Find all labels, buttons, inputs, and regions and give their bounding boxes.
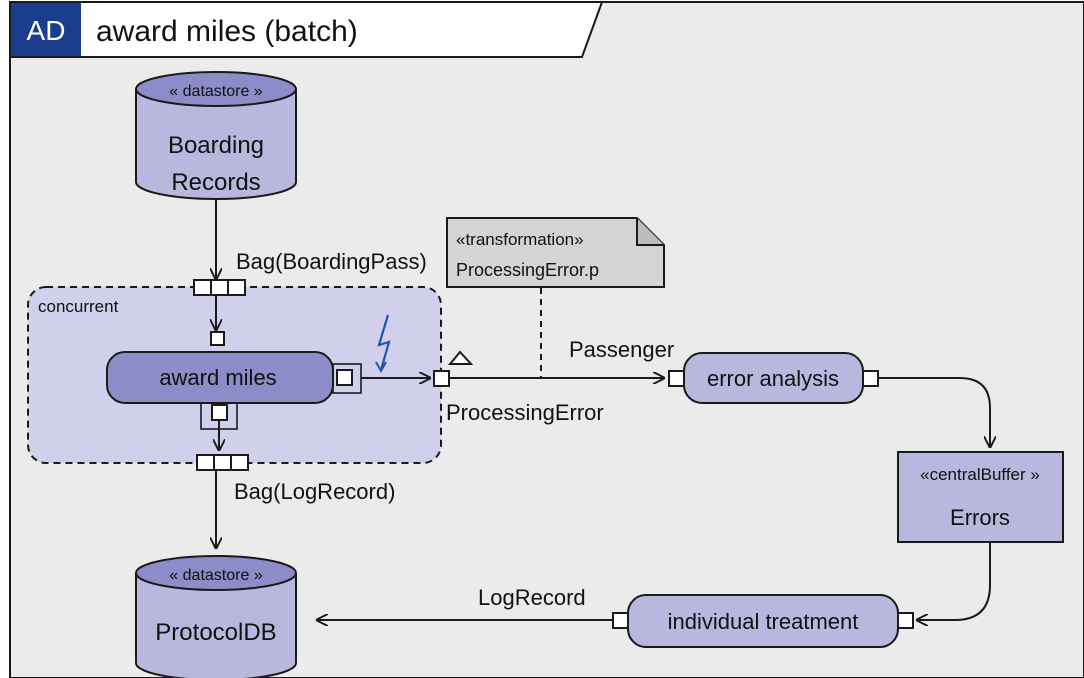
error-analysis-output-pin <box>862 370 879 387</box>
protocoldb-stereotype: « datastore » <box>169 567 263 584</box>
award-miles-bottom-pin <box>211 404 228 421</box>
boarding-records-stereotype: « datastore » <box>169 83 263 100</box>
individual-treatment-action[interactable]: individual treatment <box>627 594 899 648</box>
error-analysis-input-pin <box>668 370 685 387</box>
protocoldb-label: ProtocolDB <box>155 619 276 646</box>
region-output-expansion-node <box>196 454 249 471</box>
lightning-bolt-icon <box>377 314 391 371</box>
award-miles-action[interactable]: award miles <box>106 351 334 404</box>
errors-central-buffer[interactable]: «centralBuffer » Errors <box>897 451 1064 543</box>
region-input-expansion-node <box>193 279 246 296</box>
award-miles-output-pin <box>336 369 353 386</box>
frame-title: award miles (batch) <box>96 15 358 48</box>
individual-treatment-input-pin <box>897 612 914 629</box>
edge-label-boarding-pass: Bag(BoardingPass) <box>236 249 427 274</box>
edge-label-log-record: LogRecord <box>478 585 586 610</box>
frame-title-tab <box>9 1 604 58</box>
edge-label-passenger: Passenger <box>569 337 674 362</box>
concurrent-region-label: concurrent <box>38 297 119 316</box>
award-miles-label: award miles <box>159 365 276 390</box>
triangle-icon <box>447 350 474 365</box>
transformation-note-stereotype: «transformation» <box>456 230 584 249</box>
protocoldb-datastore[interactable]: « datastore » ProtocolDB <box>135 555 297 678</box>
transformation-note-body: ProcessingError.p <box>456 260 599 280</box>
flow-errors-to-treatment <box>917 542 991 620</box>
error-analysis-action[interactable]: error analysis <box>683 352 864 404</box>
boarding-records-label-line1: Boarding <box>168 132 264 159</box>
transformation-note: «transformation» ProcessingError.p <box>446 217 665 288</box>
errors-buffer-label: Errors <box>950 505 1010 530</box>
award-miles-input-pin <box>210 331 225 346</box>
processing-error-pin <box>433 370 450 387</box>
edge-label-log-record-bag: Bag(LogRecord) <box>234 479 395 504</box>
boarding-records-datastore[interactable]: « datastore » Boarding Records <box>135 71 297 200</box>
individual-treatment-output-pin <box>612 612 629 629</box>
errors-buffer-stereotype: «centralBuffer » <box>920 465 1040 484</box>
frame-tag: AD <box>27 15 66 46</box>
boarding-records-label-line2: Records <box>171 169 260 196</box>
flow-analysis-to-errors <box>878 377 990 447</box>
frame-tag-badge <box>11 3 81 56</box>
lightning-bolt-tip-icon <box>375 361 387 374</box>
edge-label-processing-error: ProcessingError <box>446 400 604 425</box>
error-analysis-label: error analysis <box>707 366 839 391</box>
individual-treatment-label: individual treatment <box>668 609 859 634</box>
